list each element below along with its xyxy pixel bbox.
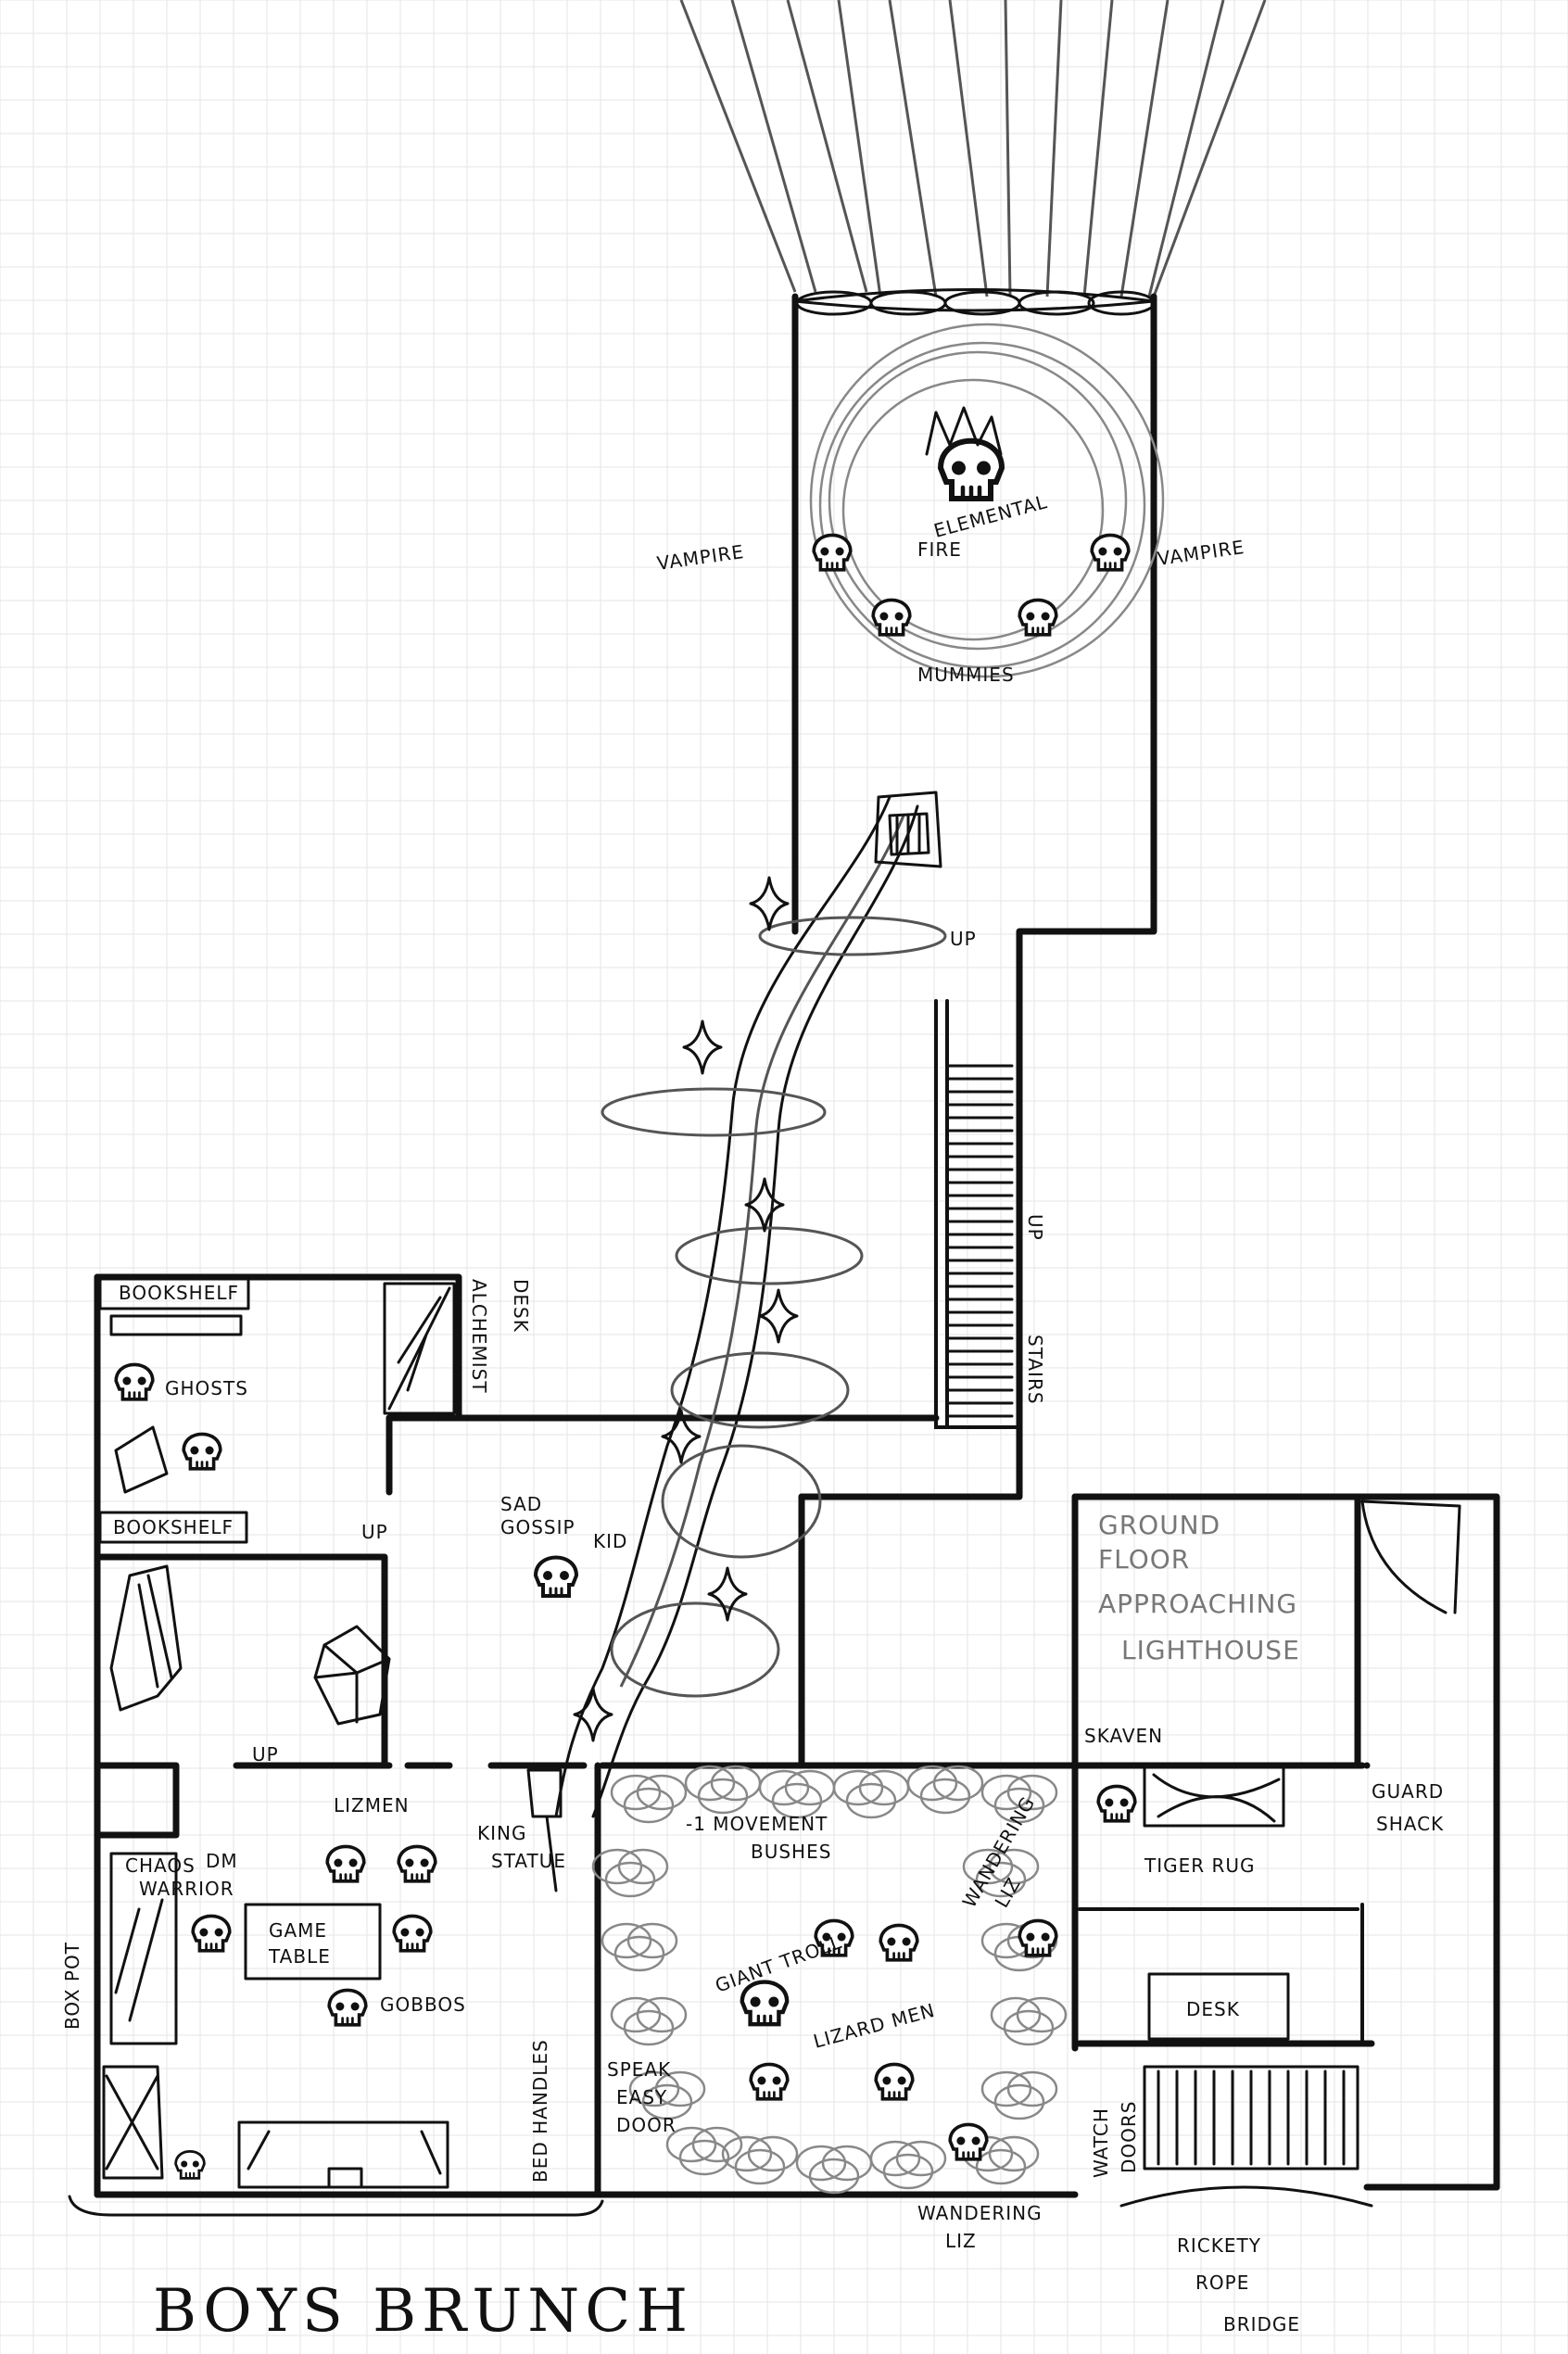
skull-icon	[182, 1432, 222, 1471]
label-ground-floor-3: APPROACHING	[1098, 1588, 1297, 1619]
label-stairs: STAIRS	[1024, 1335, 1046, 1405]
label-desk: DESK	[1186, 1998, 1240, 2020]
label-ground-floor-2: FLOOR	[1098, 1544, 1190, 1575]
label-speak-easy-3: DOOR	[616, 2114, 677, 2136]
label-gobbos: GOBBOS	[380, 1993, 466, 2016]
skull-icon	[740, 1980, 790, 2027]
game-table	[244, 1903, 382, 1981]
label-up-top: UP	[950, 928, 977, 950]
label-sad-gossip-1: SAD	[500, 1493, 542, 1515]
label-fire-elemental-1: FIRE	[917, 538, 962, 561]
brace	[68, 2195, 604, 2217]
balloon-rim	[793, 288, 1156, 316]
label-speak-easy-2: EASY	[616, 2086, 667, 2108]
label-wandering-liz-bottom-2: LIZ	[945, 2230, 977, 2252]
label-chaos-warrior-2: WARRIOR	[139, 1878, 234, 1900]
label-lizard-men: LIZARD MEN	[811, 1999, 938, 2053]
label-mummies: MUMMIES	[917, 664, 1015, 686]
label-ground-floor-1: GROUND	[1098, 1510, 1220, 1540]
skull-icon	[937, 437, 1005, 501]
label-alchemist-1: ALCHEMIST	[468, 1279, 490, 1394]
label-wandering-liz-bottom-1: WANDERING	[917, 2202, 1043, 2224]
skull-icon	[191, 1914, 232, 1953]
sparkle-icon	[682, 1019, 723, 1075]
label-game-table-1: GAME	[269, 1919, 327, 1942]
balloon-canopy	[679, 0, 1267, 297]
label-movement-1: -1 MOVEMENT	[686, 1813, 828, 1835]
label-ground-floor-4: LIGHTHOUSE	[1121, 1635, 1300, 1665]
label-sad-gossip-2: GOSSIP	[500, 1516, 575, 1538]
sparkle-icon	[749, 876, 790, 931]
skull-icon	[1018, 1918, 1058, 1957]
label-watch-doors-1: WATCH	[1090, 2107, 1112, 2178]
skull-icon	[1018, 598, 1058, 637]
label-bookshelf-bottom: BOOKSHELF	[113, 1516, 234, 1538]
label-speak-easy-1: SPEAK	[607, 2058, 671, 2081]
skull-icon	[1096, 1784, 1137, 1823]
skull-icon	[327, 1988, 368, 2027]
label-movement-2: BUSHES	[751, 1841, 831, 1863]
label-rickety-1: RICKETY	[1177, 2234, 1261, 2257]
label-guard-shack-2: SHACK	[1376, 1813, 1444, 1835]
crystal-icon	[313, 1625, 391, 1726]
label-bed-handles: BED HANDLES	[529, 2039, 551, 2183]
map-labels: VAMPIRE VAMPIRE FIRE ELEMENTAL MUMMIES U…	[61, 490, 1444, 2346]
skull-icon	[325, 1844, 366, 1883]
stairs	[945, 1064, 1014, 1418]
skull-icon	[874, 2062, 915, 2101]
right-building-furniture	[1119, 1500, 1461, 2208]
skulls	[114, 437, 1137, 2180]
label-skaven: SKAVEN	[1084, 1725, 1163, 1747]
label-bookshelf-top: BOOKSHELF	[119, 1282, 239, 1304]
skull-icon	[174, 2150, 206, 2180]
label-up-hall: UP	[252, 1743, 279, 1766]
label-ghosts: GHOSTS	[165, 1377, 248, 1399]
label-watch-doors-2: DOORS	[1118, 2101, 1140, 2173]
sparkle-icon	[707, 1566, 748, 1622]
label-king-statue-1: KING	[477, 1822, 526, 1844]
map-walls	[94, 293, 1500, 2198]
skull-icon	[533, 1555, 579, 1598]
label-tiger-rug: TIGER RUG	[1144, 1854, 1256, 1877]
skull-icon	[1090, 533, 1131, 572]
throne	[874, 791, 942, 868]
label-rickety-3: BRIDGE	[1223, 2313, 1300, 2335]
label-game-table-2: TABLE	[268, 1945, 331, 1968]
skull-icon	[392, 1914, 433, 1953]
flame-icon	[925, 406, 1003, 456]
library-furniture	[98, 1277, 456, 1712]
sparkles	[573, 876, 799, 1742]
label-box-pot: BOX POT	[61, 1942, 83, 2030]
label-chaos-warrior-1: CHAOS	[125, 1854, 196, 1877]
label-lizmen: LIZMEN	[334, 1794, 410, 1816]
summoning-circle	[809, 323, 1165, 678]
skull-icon	[871, 598, 912, 637]
label-alchemist-2: DESK	[510, 1279, 532, 1333]
map-title: BOYS BRUNCH	[153, 2277, 693, 2346]
label-king-statue-2: STATUE	[491, 1850, 566, 1872]
skull-icon	[749, 2062, 790, 2101]
label-guard-shack-1: GUARD	[1372, 1780, 1444, 1803]
skull-icon	[812, 533, 853, 572]
label-sad-gossip-3: KID	[593, 1530, 627, 1552]
sparkle-icon	[661, 1409, 702, 1464]
sparkle-icon	[758, 1288, 799, 1344]
skull-icon	[814, 1918, 854, 1957]
sparkle-icon	[744, 1177, 785, 1233]
label-up-library: UP	[361, 1521, 388, 1543]
skull-icon	[397, 1844, 437, 1883]
winding-path	[554, 795, 947, 1818]
skull-icon	[948, 2122, 989, 2161]
skull-icon	[879, 1923, 919, 1962]
sparkle-icon	[573, 1687, 613, 1742]
label-rickety-2: ROPE	[1195, 2272, 1249, 2294]
bottom-furniture	[102, 1768, 563, 2189]
label-dm: DM	[206, 1850, 238, 1872]
label-stairs-up: UP	[1024, 1214, 1046, 1241]
skull-icon	[114, 1362, 155, 1401]
